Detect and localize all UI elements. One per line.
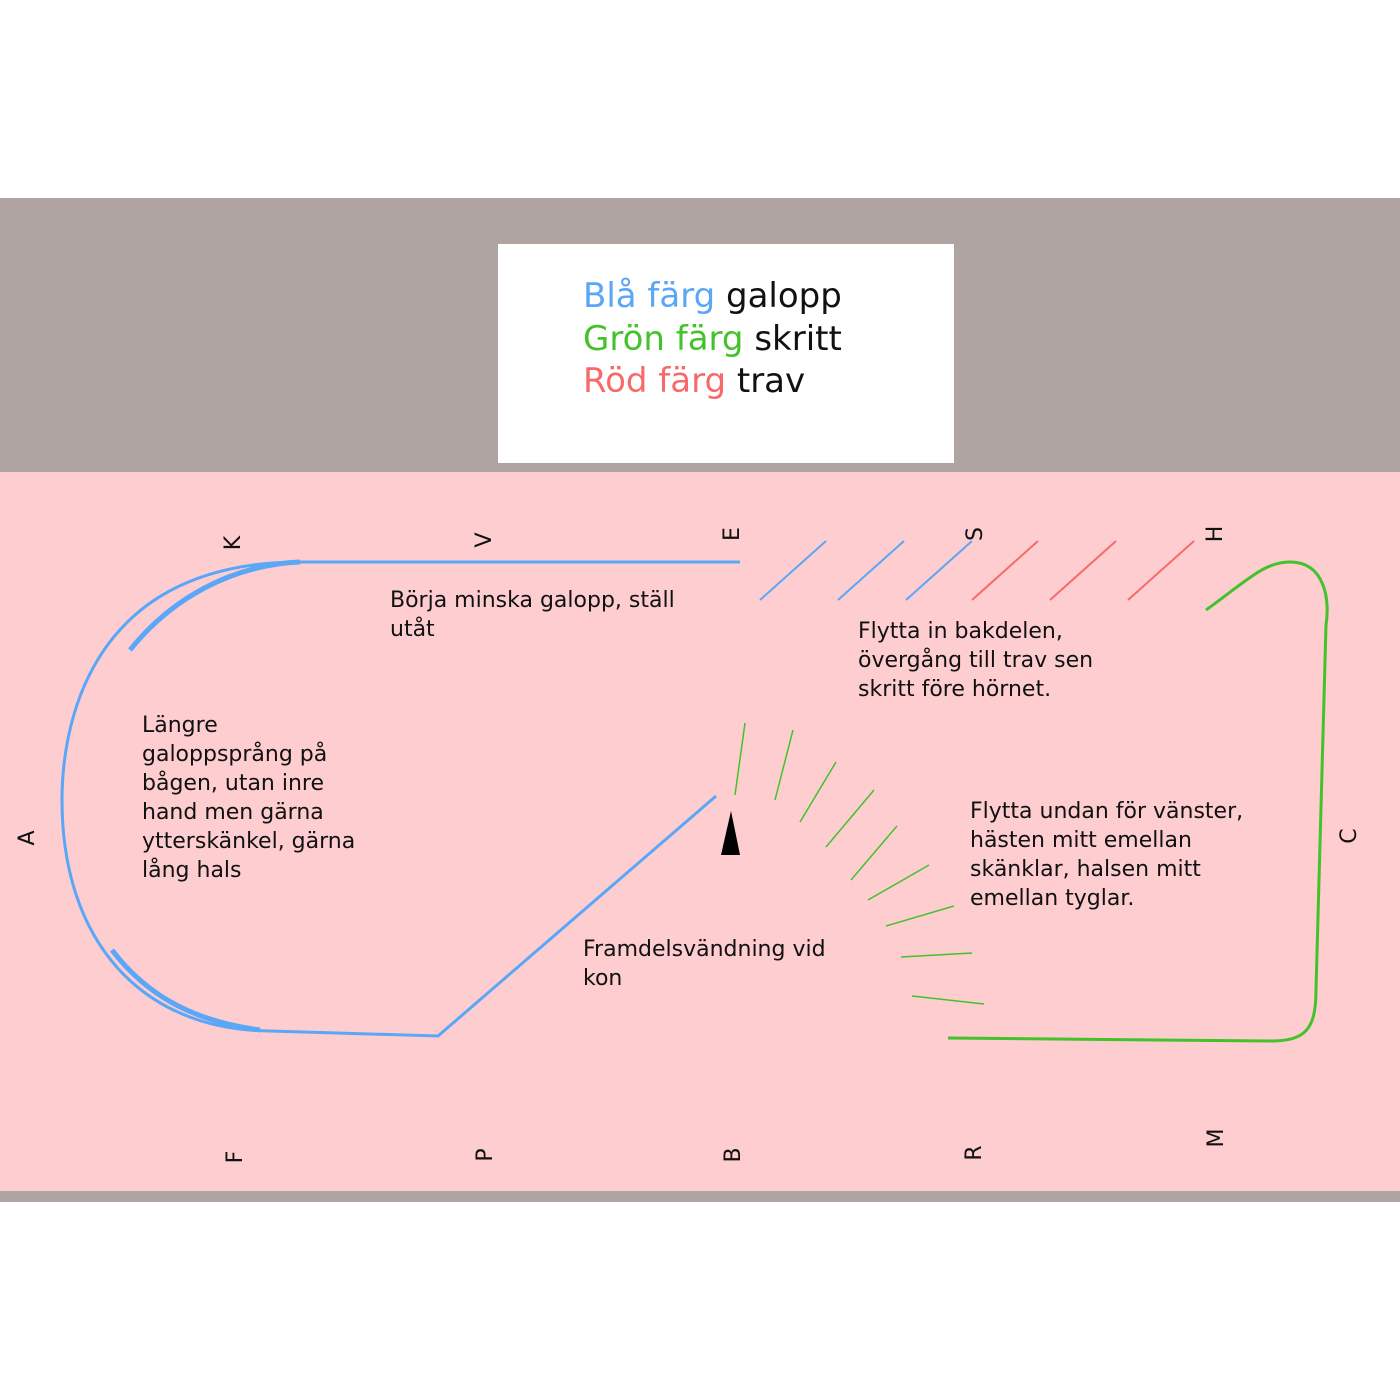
legend-walk: Grön färg skritt [583,319,842,359]
walk-fan-stroke [774,729,794,801]
legend-gallop-gait: galopp [726,276,842,316]
marker-e: E [720,527,745,541]
legend-walk-color: Grön färg [583,319,744,359]
trot-dash [1049,540,1117,601]
legend-walk-gait: skritt [754,319,842,359]
note-move-hindquarters: Flytta in bakdelen, övergång till trav s… [858,619,1094,702]
marker-v: V [472,532,497,547]
gallop-dash [759,540,827,601]
gallop-dash [837,540,905,601]
marker-h: H [1203,526,1228,543]
marker-p: P [473,1148,498,1161]
legend-trot-gait: trav [736,361,806,401]
marker-k: K [221,535,246,550]
walk-fan-stroke [867,864,930,901]
walk-fan-stroke [911,995,985,1005]
gallop-track [60,560,740,1038]
walk-fan-stroke [850,825,898,881]
marker-f: F [223,1151,248,1164]
legend-gallop: Blå färg galopp [583,276,842,316]
marker-a: A [15,830,40,845]
note-forehand-turn: Framdelsvändning vid kon [583,937,826,991]
walk-fan-stroke [734,722,746,796]
legend-trot-color: Röd färg [583,361,727,401]
legend-gallop-color: Blå färg [583,276,716,316]
walk-fan-stroke [825,789,875,848]
marker-r: R [962,1145,987,1160]
gallop-track-thick-bottom [110,948,261,1033]
marker-m: M [1204,1129,1229,1148]
gallop-dash [905,540,973,601]
arena [0,472,1400,1194]
walk-fan-stroke [900,952,973,958]
note-reduce-gallop: Börja minska galopp, ställ utåt [390,588,675,642]
legend-trot: Röd färg trav [583,361,805,401]
trot-dash [971,540,1039,601]
marker-s: S [963,527,988,541]
marker-b: B [721,1147,746,1162]
gallop-track-thick-top [128,559,301,652]
marker-c: C [1337,828,1362,843]
walk-fan-stroke [799,761,837,823]
note-longer-strides: Längre galoppsprång på bågen, utan inre … [142,713,356,883]
legend-box: Blå färg galopp Grön färg skritt Röd fär… [498,244,954,463]
trot-dash [1127,540,1195,601]
walk-fan-stroke [885,905,955,927]
cone-icon [721,811,740,855]
walk-track [947,560,1329,1043]
note-yield-left: Flytta undan för vänster, hästen mitt em… [970,799,1244,911]
arena-bottom-edge [0,1191,1400,1202]
